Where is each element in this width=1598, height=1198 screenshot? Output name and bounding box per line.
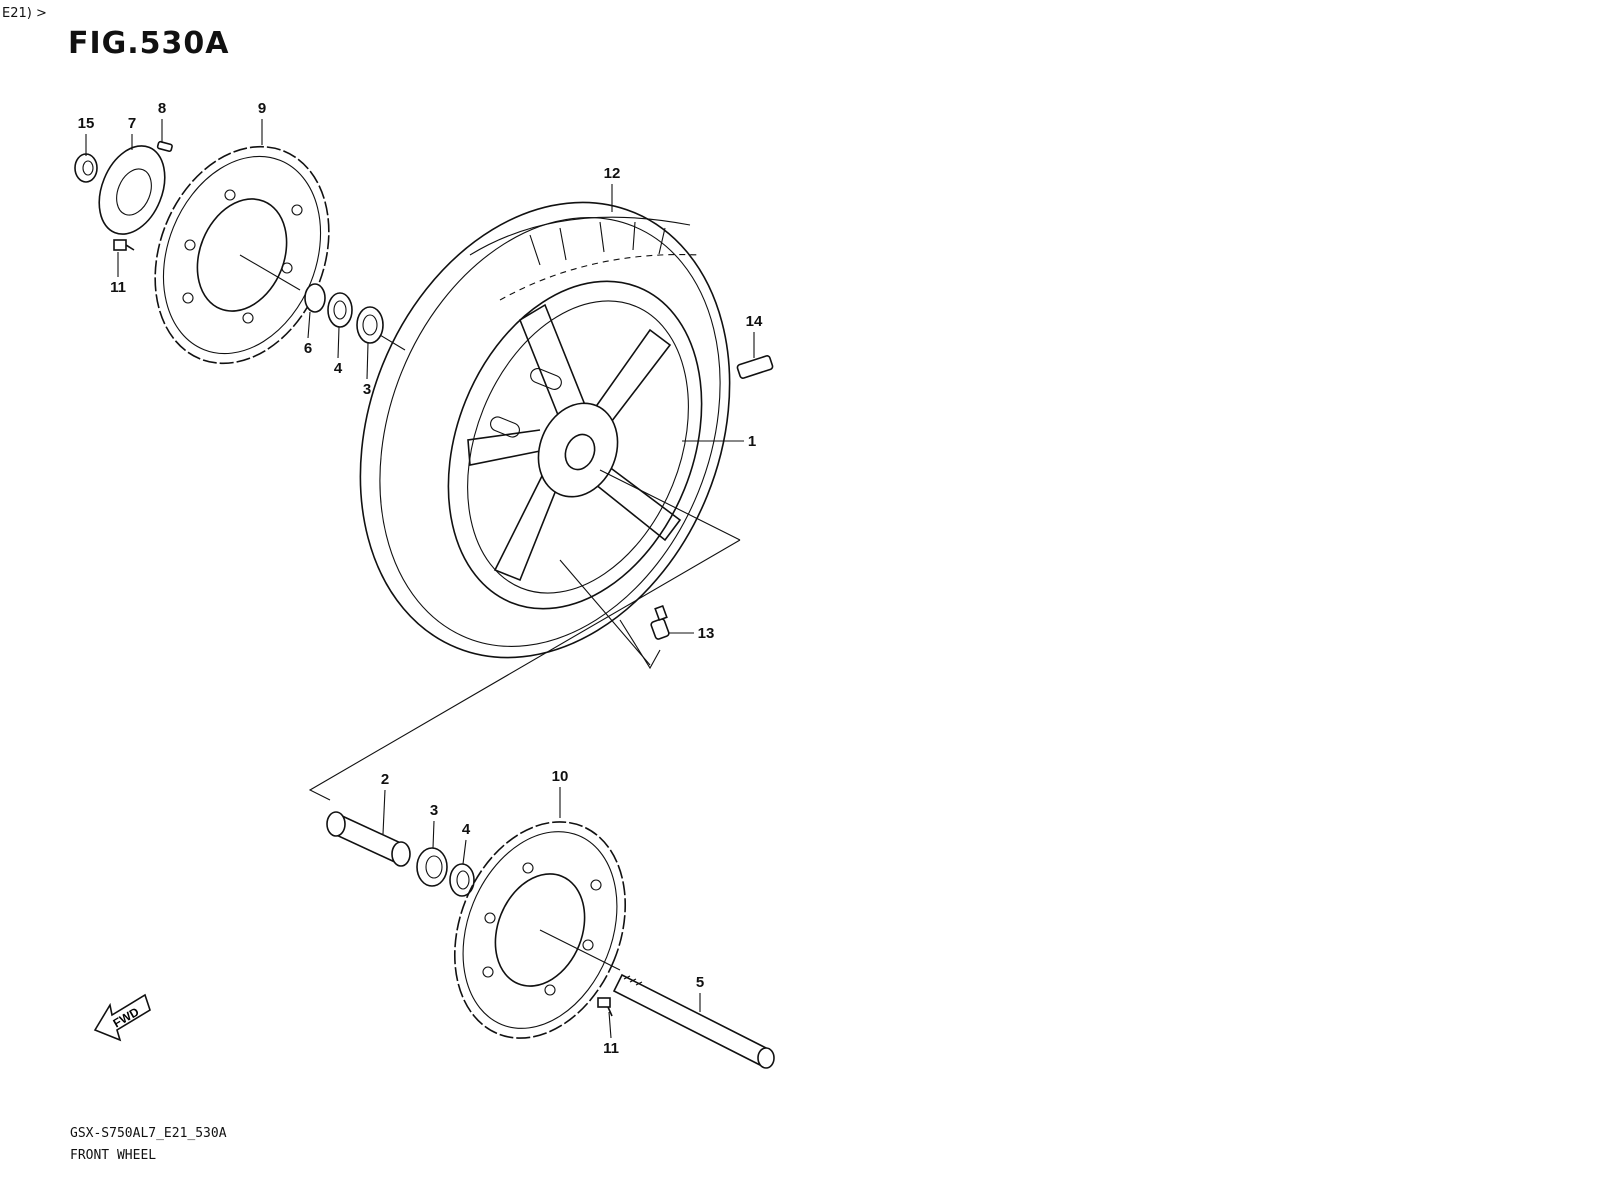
- oil-seal-lower: [449, 863, 475, 897]
- callout-3-upper: 3: [363, 381, 371, 398]
- forward-direction-arrow: FWD: [93, 993, 151, 1042]
- section-name: FRONT WHEEL: [70, 1148, 157, 1163]
- callout-2: 2: [381, 771, 389, 788]
- callout-15: 15: [78, 115, 95, 132]
- tire-assembly: [359, 201, 731, 659]
- breadcrumb[interactable]: E21) >: [2, 6, 47, 21]
- callout-11-upper: 11: [110, 279, 126, 296]
- callout-4-lower: 4: [462, 821, 471, 838]
- tire-valve: [650, 604, 670, 640]
- callout-4-upper: 4: [334, 360, 343, 377]
- disc-bolt-lower: [597, 997, 613, 1017]
- abs-sensor-ring: [98, 145, 166, 235]
- balance-weight: [736, 355, 774, 379]
- callout-11-lower: 11: [603, 1040, 619, 1057]
- callout-8: 8: [158, 100, 166, 117]
- small-screw: [156, 140, 173, 153]
- callout-5: 5: [696, 974, 704, 991]
- callout-13: 13: [698, 625, 715, 642]
- model-code: GSX-S750AL7_E21_530A: [70, 1126, 227, 1141]
- axle-spacer: [326, 811, 411, 867]
- callout-9: 9: [258, 100, 266, 117]
- front-axle: [612, 973, 775, 1069]
- oil-seal-upper: [327, 292, 353, 328]
- callout-6: 6: [304, 340, 312, 357]
- brake-disc-lower: [453, 821, 627, 1039]
- bearing-lower: [416, 847, 448, 887]
- hex-nut: [74, 153, 98, 183]
- callout-1: 1: [748, 433, 756, 450]
- callout-14: 14: [746, 313, 763, 330]
- disc-bolt-upper: [113, 239, 135, 251]
- callout-12: 12: [604, 165, 621, 182]
- spacer-6: [304, 283, 326, 313]
- wheel-rim: [447, 280, 703, 610]
- callout-10: 10: [552, 768, 569, 785]
- callout-3-lower: 3: [430, 802, 438, 819]
- figure-title: FIG.530A: [68, 26, 230, 61]
- callout-7: 7: [128, 115, 136, 132]
- brake-disc-upper: [154, 145, 330, 365]
- bearing-upper: [356, 306, 384, 344]
- callouts: 15 7 8 9 11 6 4 3 12 14 1 13 2 3 4 10 5 …: [78, 100, 763, 1057]
